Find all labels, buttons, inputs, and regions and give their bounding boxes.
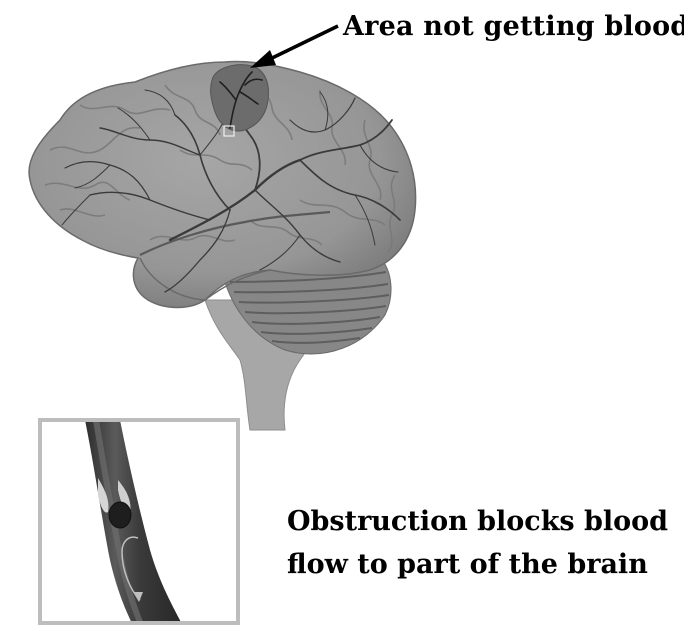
obstruction-label: Obstruction blocks blood flow to part of… (287, 500, 668, 586)
obstruction-label-line2: flow to part of the brain (287, 543, 668, 586)
area-not-getting-blood-label: Area not getting blood (343, 11, 684, 42)
artery-inset (40, 420, 238, 627)
arrow-icon (250, 26, 338, 68)
clot (109, 502, 131, 528)
obstruction-label-line1: Obstruction blocks blood (287, 500, 668, 543)
